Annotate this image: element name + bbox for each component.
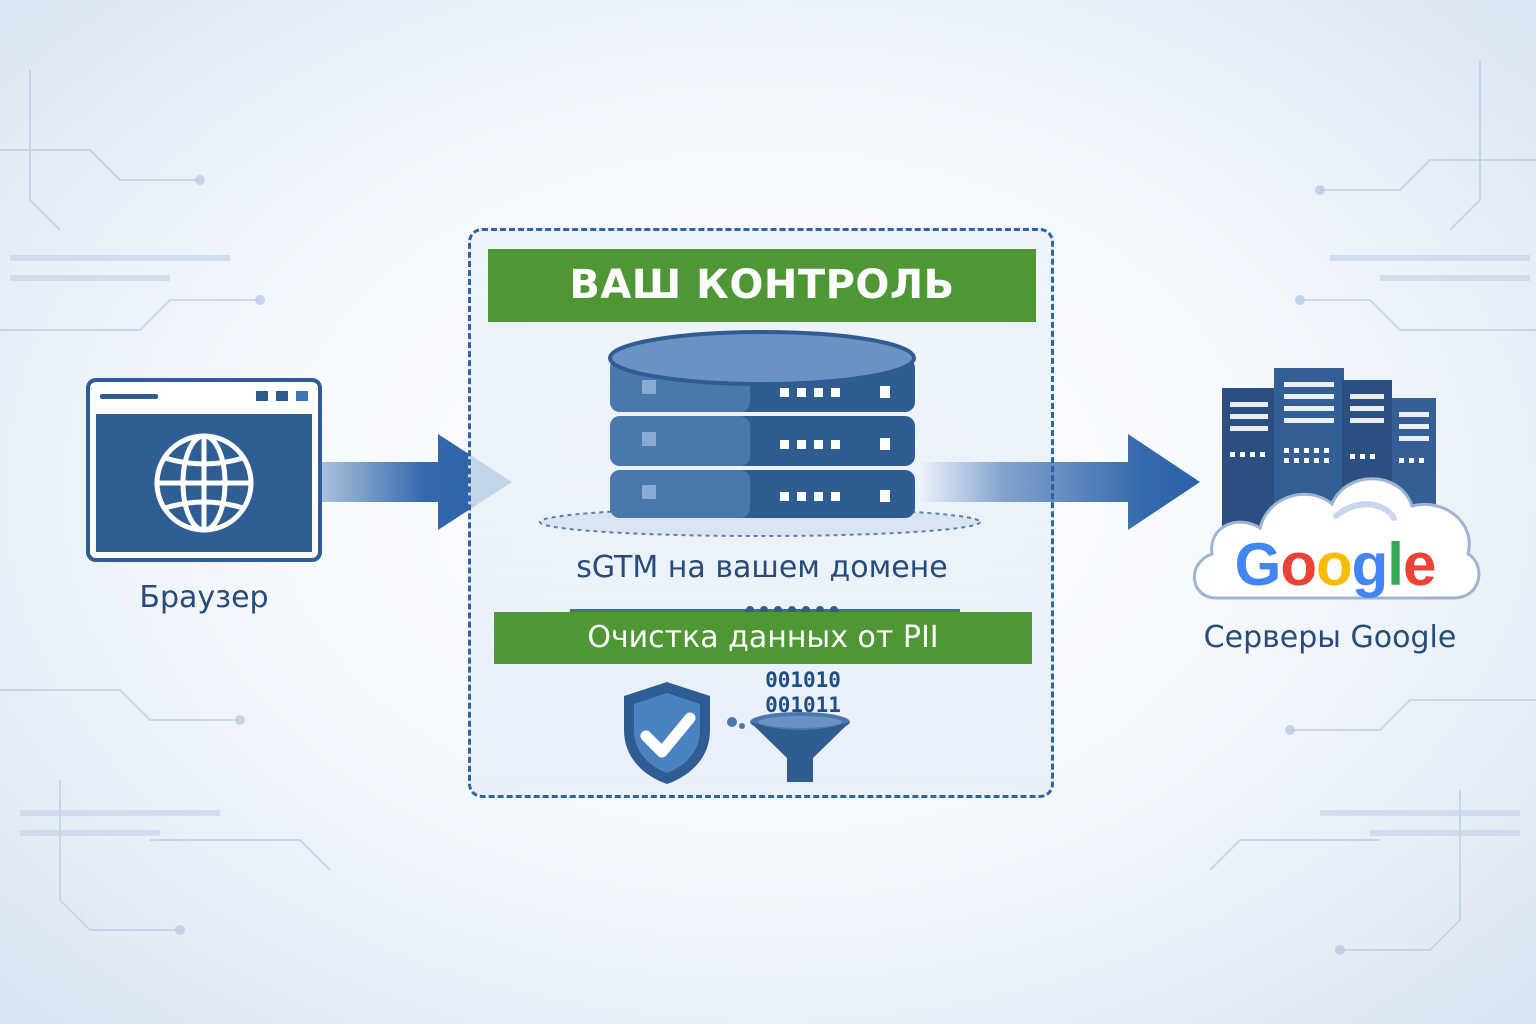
google-letter: l	[1387, 531, 1404, 598]
binary-line-1: 001010	[765, 668, 841, 692]
google-letter: o	[1315, 531, 1353, 598]
browser-label: Браузер	[139, 580, 269, 615]
funnel-icon	[727, 712, 850, 782]
google-logo: Google	[1190, 530, 1480, 599]
browser-window	[86, 378, 322, 562]
google-letter: e	[1402, 531, 1436, 598]
arrow-to-sgtm	[318, 434, 512, 530]
globe-icon	[154, 433, 254, 533]
control-banner: ВАШ КОНТРОЛЬ	[488, 249, 1036, 322]
google-letter: g	[1351, 531, 1389, 598]
arrow-to-google	[920, 434, 1200, 530]
shield-check-icon	[624, 682, 710, 784]
google-servers-cloud-icon	[1193, 368, 1481, 600]
google-letter: o	[1280, 531, 1317, 598]
google-servers-label: Серверы Google	[1203, 620, 1457, 655]
google-letter: G	[1234, 531, 1282, 598]
pii-cleaning-banner: Очистка данных от PII	[494, 612, 1032, 664]
sgtm-caption: sGTM на вашем домене	[576, 550, 948, 585]
sgtm-server-stack-icon	[539, 330, 981, 537]
